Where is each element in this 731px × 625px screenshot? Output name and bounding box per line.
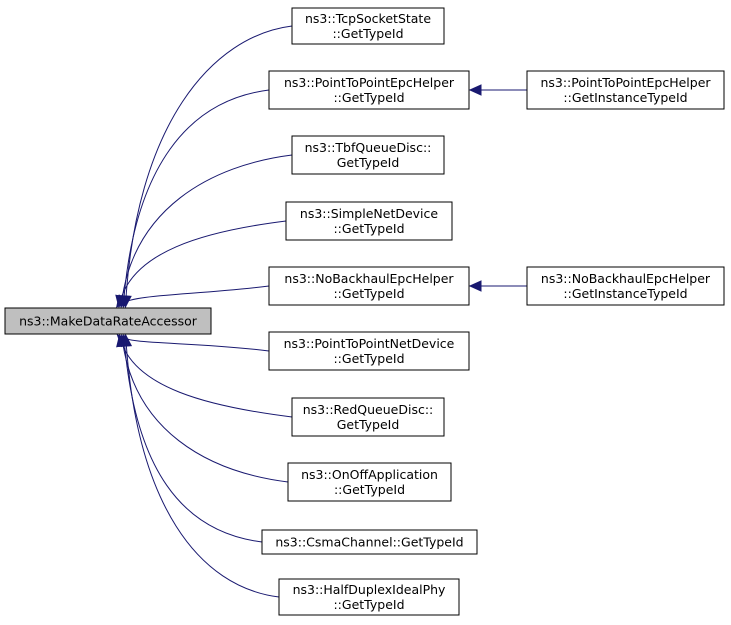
node-tbf-label-line-0: ns3::TbfQueueDisc:: bbox=[305, 140, 432, 155]
edge-nobackhaul-to-root bbox=[116, 285, 270, 308]
node-onoff-box[interactable] bbox=[287, 462, 452, 502]
node-nobackhaul-box[interactable] bbox=[268, 266, 470, 306]
arrowhead-halfduplex-to-root bbox=[120, 333, 133, 347]
node-p2pnet[interactable]: ns3::PointToPointNetDevice::GetTypeId bbox=[268, 331, 470, 371]
node-p2pepc-label-line-0: ns3::PointToPointEpcHelper bbox=[284, 75, 455, 90]
edge-tcp-to-root bbox=[124, 25, 293, 308]
node-p2pepc-label-line-1: ::GetTypeId bbox=[333, 90, 404, 105]
node-red[interactable]: ns3::RedQueueDisc::GetTypeId bbox=[291, 397, 445, 437]
node-p2pepc_inst-box[interactable] bbox=[526, 70, 725, 110]
edge-p2pepc-to-root bbox=[122, 89, 270, 308]
edge-csma-to-root bbox=[123, 334, 263, 543]
node-onoff[interactable]: ns3::OnOffApplication::GetTypeId bbox=[287, 462, 452, 502]
node-p2pepc_inst[interactable]: ns3::PointToPointEpcHelper::GetInstanceT… bbox=[526, 70, 725, 110]
node-simple-label-line-1: ::GetTypeId bbox=[333, 221, 404, 236]
node-onoff-label-line-0: ns3::OnOffApplication bbox=[301, 467, 438, 482]
arrowhead-nobackhaul_inst-to-nobackhaul bbox=[468, 280, 482, 292]
node-tbf[interactable]: ns3::TbfQueueDisc::GetTypeId bbox=[291, 135, 445, 175]
node-tcp-label-line-0: ns3::TcpSocketState bbox=[305, 11, 431, 26]
node-nobackhaul_inst-box[interactable] bbox=[526, 266, 725, 306]
node-simple[interactable]: ns3::SimpleNetDevice::GetTypeId bbox=[285, 201, 453, 241]
node-halfduplex[interactable]: ns3::HalfDuplexIdealPhy::GetTypeId bbox=[278, 578, 460, 616]
node-csma-box[interactable] bbox=[261, 529, 478, 555]
node-red-label-line-0: ns3::RedQueueDisc:: bbox=[303, 402, 434, 417]
edge-tbf-to-root bbox=[120, 154, 293, 308]
node-nobackhaul[interactable]: ns3::NoBackhaulEpcHelper::GetTypeId bbox=[268, 266, 470, 306]
node-tcp-box[interactable] bbox=[291, 7, 445, 45]
node-root-label-line-0: ns3::MakeDataRateAccessor bbox=[19, 314, 198, 329]
node-simple-label-line-0: ns3::SimpleNetDevice bbox=[300, 206, 438, 221]
node-p2pepc_inst-label-line-0: ns3::PointToPointEpcHelper bbox=[540, 75, 711, 90]
node-csma[interactable]: ns3::CsmaChannel::GetTypeId bbox=[261, 529, 478, 555]
edge-simple-to-root bbox=[118, 220, 287, 308]
node-p2pnet-label-line-1: ::GetTypeId bbox=[333, 351, 404, 366]
node-p2pnet-box[interactable] bbox=[268, 331, 470, 371]
arrowhead-nobackhaul-to-root bbox=[116, 294, 129, 308]
node-nobackhaul_inst-label-line-0: ns3::NoBackhaulEpcHelper bbox=[541, 271, 711, 286]
node-nobackhaul-label-line-1: ::GetTypeId bbox=[333, 286, 404, 301]
node-tcp-label-line-1: ::GetTypeId bbox=[332, 26, 403, 41]
node-halfduplex-label-line-1: ::GetTypeId bbox=[333, 597, 404, 612]
node-tbf-label-line-1: GetTypeId bbox=[337, 155, 400, 170]
node-halfduplex-box[interactable] bbox=[278, 578, 460, 616]
node-root[interactable]: ns3::MakeDataRateAccessor bbox=[4, 307, 212, 335]
node-simple-box[interactable] bbox=[285, 201, 453, 241]
nodes-layer: ns3::MakeDataRateAccessor ns3::TcpSocketS… bbox=[4, 7, 725, 616]
node-red-label-line-1: GetTypeId bbox=[337, 417, 400, 432]
node-p2pnet-label-line-0: ns3::PointToPointNetDevice bbox=[284, 336, 455, 351]
node-nobackhaul_inst[interactable]: ns3::NoBackhaulEpcHelper::GetInstanceTyp… bbox=[526, 266, 725, 306]
arrowhead-p2pepc_inst-to-p2pepc bbox=[468, 84, 482, 96]
node-red-box[interactable] bbox=[291, 397, 445, 437]
node-p2pepc[interactable]: ns3::PointToPointEpcHelper::GetTypeId bbox=[268, 70, 470, 110]
node-onoff-label-line-1: ::GetTypeId bbox=[334, 482, 405, 497]
node-csma-label-line-0: ns3::CsmaChannel::GetTypeId bbox=[275, 535, 463, 550]
node-root-box[interactable] bbox=[4, 307, 212, 335]
node-halfduplex-label-line-0: ns3::HalfDuplexIdealPhy bbox=[293, 582, 446, 597]
edges-layer bbox=[115, 25, 527, 598]
edge-halfduplex-to-root bbox=[125, 334, 280, 598]
node-p2pepc_inst-label-line-1: ::GetInstanceTypeId bbox=[563, 90, 687, 105]
node-p2pepc-box[interactable] bbox=[268, 70, 470, 110]
edge-p2pnet-to-root bbox=[117, 334, 270, 352]
node-nobackhaul-label-line-0: ns3::NoBackhaulEpcHelper bbox=[284, 271, 454, 286]
node-tcp[interactable]: ns3::TcpSocketState::GetTypeId bbox=[291, 7, 445, 45]
node-nobackhaul_inst-label-line-1: ::GetInstanceTypeId bbox=[563, 286, 687, 301]
node-tbf-box[interactable] bbox=[291, 135, 445, 175]
